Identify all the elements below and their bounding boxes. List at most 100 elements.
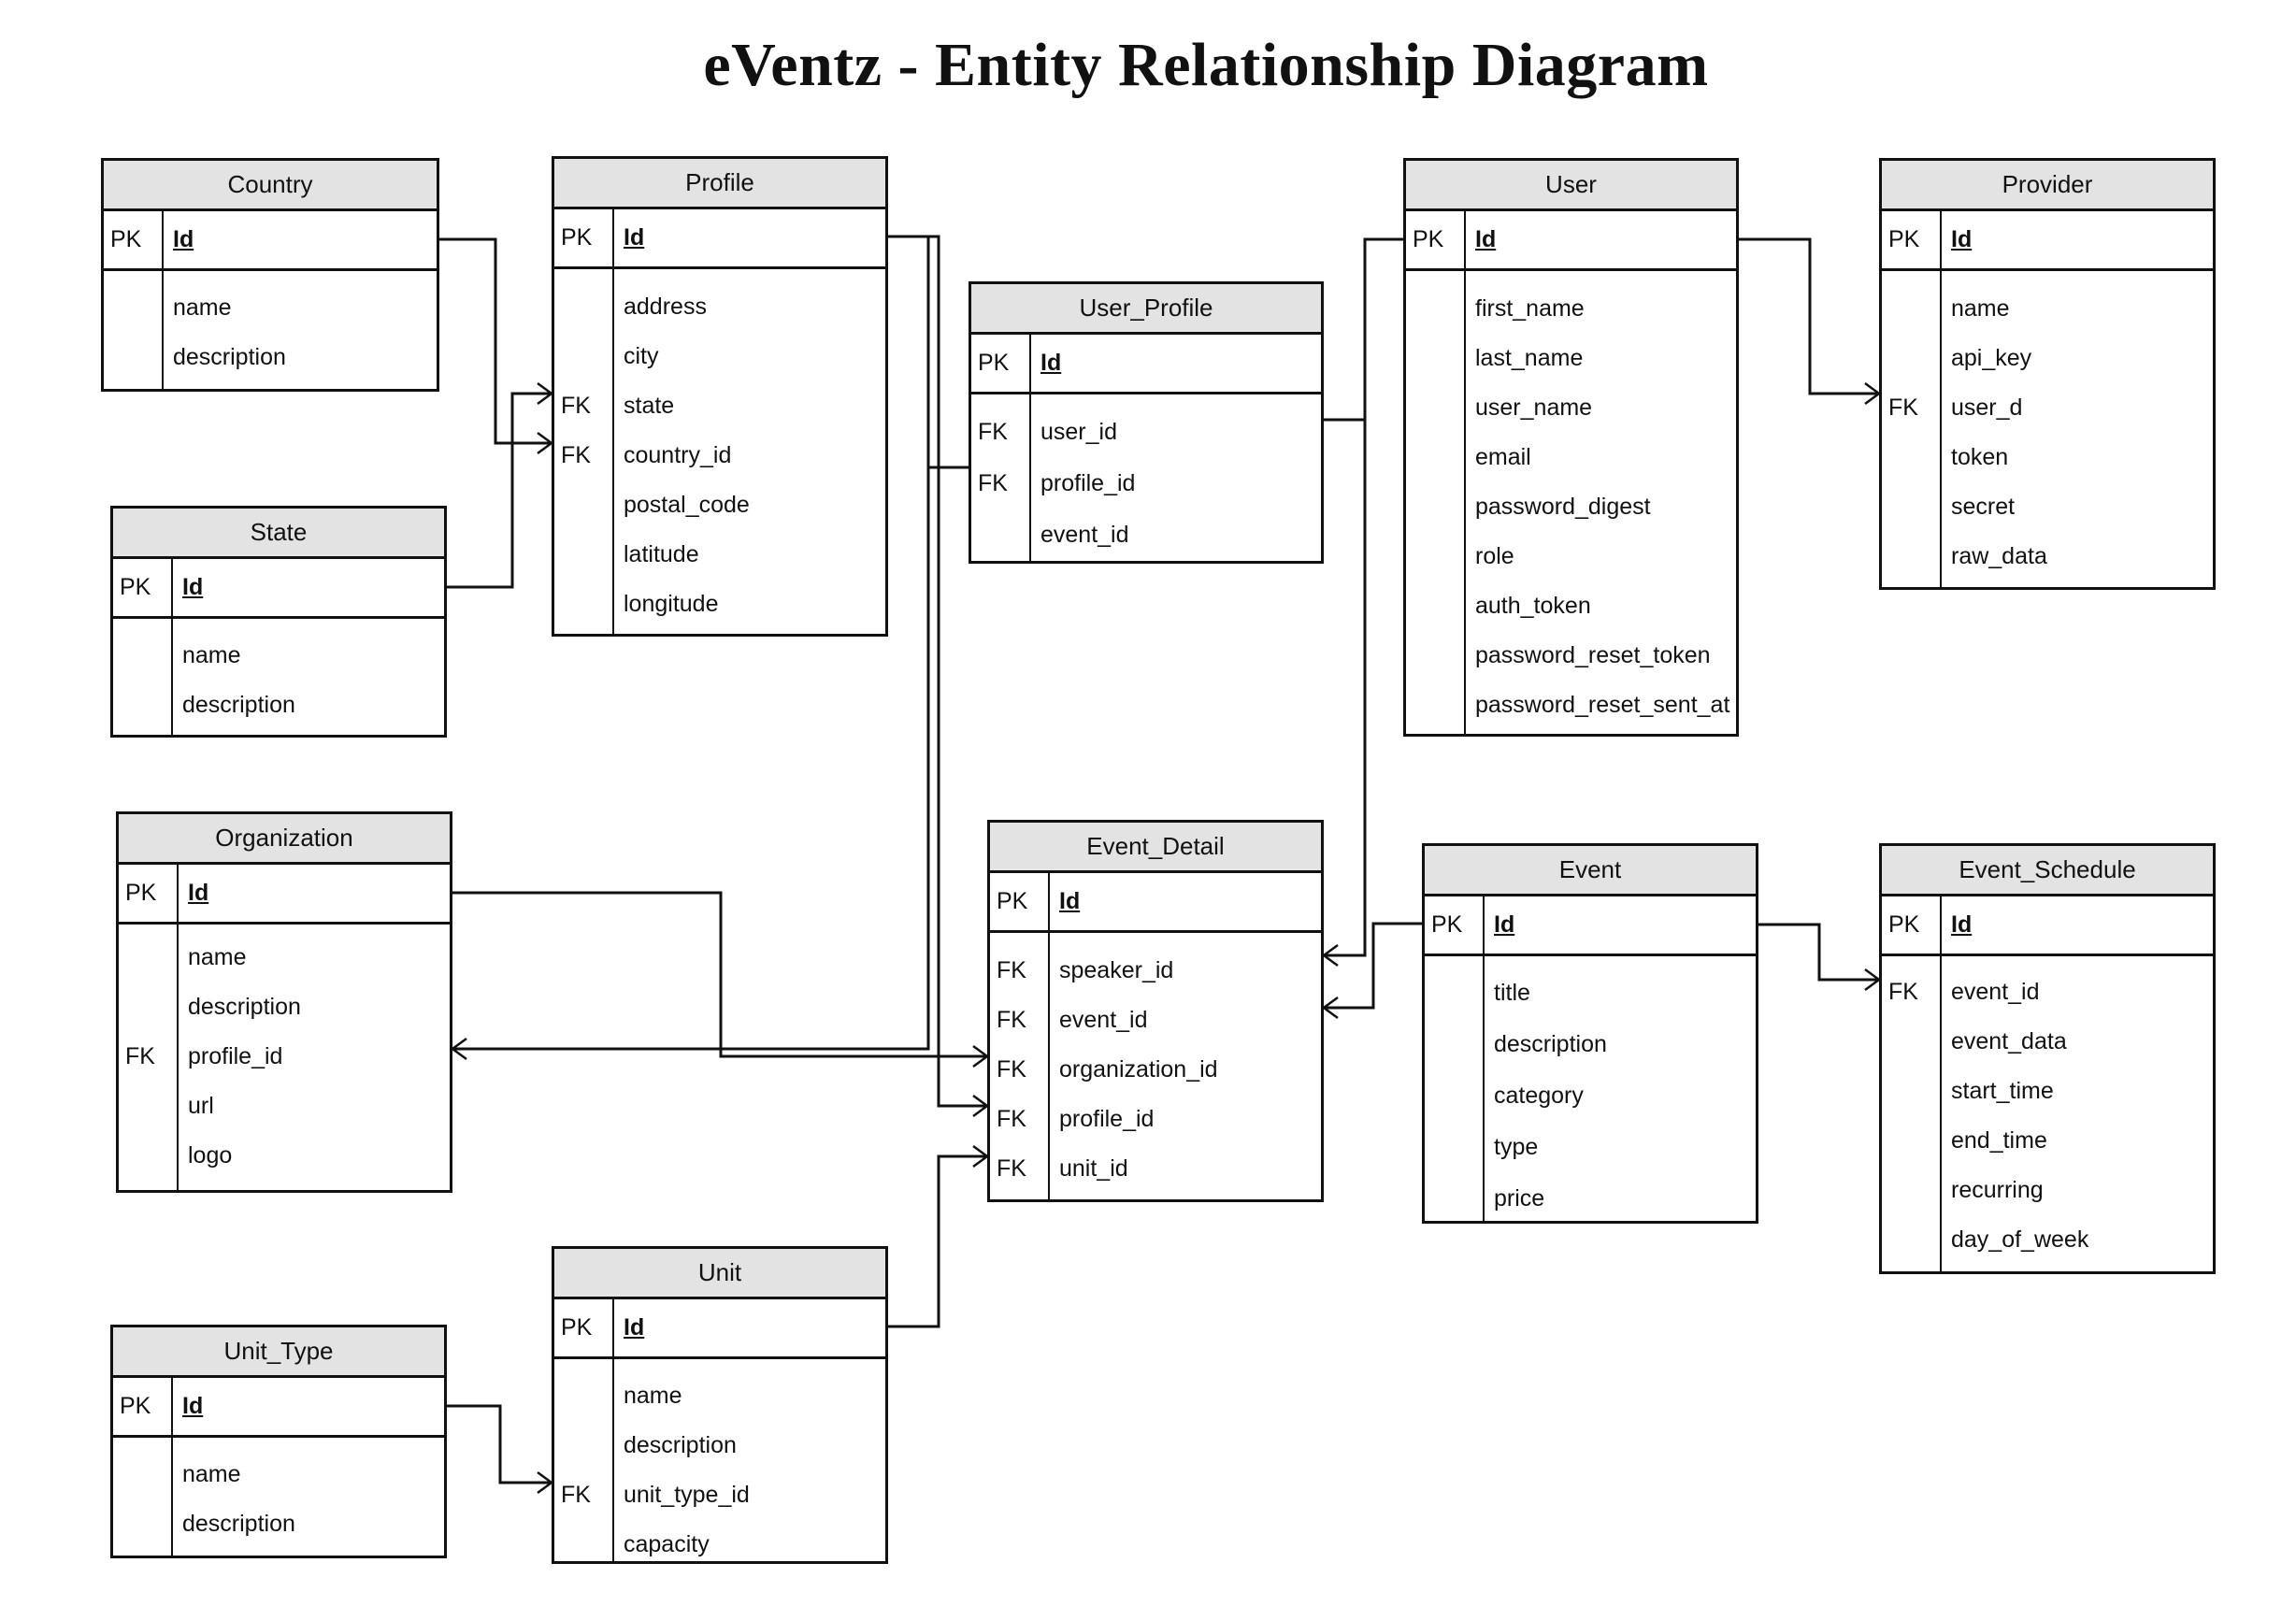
entity-header: State bbox=[113, 509, 444, 559]
entity-header: Unit_Type bbox=[113, 1327, 444, 1378]
crowsfoot-provider-user bbox=[1864, 381, 1880, 406]
attribute-field: user_name bbox=[1475, 394, 1593, 421]
attribute-field: organization_id bbox=[1059, 1056, 1218, 1083]
pk-label: PK bbox=[1413, 226, 1444, 252]
rel-event-eventschedule bbox=[1758, 923, 1879, 982]
attribute-field: recurring bbox=[1951, 1177, 2044, 1203]
rel-country-profile bbox=[439, 237, 552, 445]
primary-key-row: PK Id bbox=[1406, 211, 1736, 271]
attribute-field: description bbox=[624, 1432, 737, 1458]
pk-label: PK bbox=[125, 880, 157, 906]
attribute-field: type bbox=[1494, 1134, 1539, 1160]
pk-field: Id bbox=[1059, 888, 1081, 914]
rel-event-eventdetail bbox=[1324, 922, 1422, 1010]
rel-profile-eventdetail bbox=[888, 235, 987, 1108]
crowsfoot-profile-country bbox=[537, 431, 552, 455]
crowsfoot-eventdetail-unit bbox=[972, 1144, 988, 1169]
pk-label: PK bbox=[997, 888, 1028, 914]
attribute-field: name bbox=[182, 642, 241, 668]
fk-label: FK bbox=[978, 470, 1008, 496]
attribute-field: description bbox=[188, 994, 301, 1020]
attribute-field: country_id bbox=[624, 442, 732, 468]
crowsfoot-eventdetail-organization bbox=[972, 1044, 988, 1068]
attribute-field: profile_id bbox=[188, 1043, 283, 1069]
attribute-list: name description bbox=[113, 619, 444, 736]
attribute-field: profile_id bbox=[1059, 1106, 1155, 1132]
entity-header: Country bbox=[104, 161, 437, 211]
entity-header: Event_Schedule bbox=[1882, 846, 2213, 896]
crowsfoot-eventdetail-speaker bbox=[1323, 943, 1339, 968]
entity-header: Unit bbox=[554, 1249, 885, 1299]
attribute-field: last_name bbox=[1475, 345, 1584, 371]
fk-label: FK bbox=[561, 393, 591, 419]
attribute-field: category bbox=[1494, 1083, 1584, 1109]
attribute-field: profile_id bbox=[1040, 470, 1136, 496]
attribute-field: name bbox=[188, 944, 247, 970]
fk-label: FK bbox=[561, 442, 591, 468]
crowsfoot-profile-state bbox=[537, 381, 552, 406]
attribute-field: secret bbox=[1951, 494, 2016, 520]
attribute-field: email bbox=[1475, 444, 1531, 470]
attribute-field: description bbox=[173, 344, 286, 370]
attribute-field: event_id bbox=[1040, 522, 1129, 548]
rel-user-eventdetail bbox=[1324, 237, 1403, 957]
attribute-field: speaker_id bbox=[1059, 957, 1174, 983]
rel-user-provider bbox=[1739, 237, 1879, 395]
attribute-field: price bbox=[1494, 1185, 1545, 1212]
attribute-field: password_digest bbox=[1475, 494, 1651, 520]
crowsfoot-eventdetail-profile bbox=[972, 1094, 988, 1118]
pk-label: PK bbox=[978, 350, 1010, 376]
attribute-field: longitude bbox=[624, 591, 719, 617]
entity-header: Organization bbox=[119, 814, 450, 865]
pk-field: Id bbox=[624, 1314, 645, 1341]
fk-label: FK bbox=[997, 1056, 1026, 1083]
attribute-field: description bbox=[182, 692, 295, 718]
fk-label: FK bbox=[997, 1106, 1026, 1132]
attribute-field: description bbox=[182, 1511, 295, 1537]
primary-key-row: PK Id bbox=[1882, 896, 2213, 956]
fk-label: FK bbox=[125, 1043, 155, 1069]
attribute-field: address bbox=[624, 294, 707, 320]
crowsfoot-organization-profile bbox=[452, 1037, 467, 1061]
attribute-field: latitude bbox=[624, 541, 699, 567]
crowsfoot-unit-unittype bbox=[537, 1470, 552, 1495]
attribute-field: start_time bbox=[1951, 1078, 2054, 1104]
attribute-field: event_id bbox=[1951, 979, 2040, 1005]
attribute-field: user_id bbox=[1040, 419, 1117, 445]
attribute-field: user_d bbox=[1951, 394, 2023, 421]
fk-label: FK bbox=[997, 1007, 1026, 1033]
attribute-field: logo bbox=[188, 1142, 233, 1169]
pk-label: PK bbox=[1888, 911, 1920, 938]
attribute-field: name bbox=[624, 1383, 682, 1409]
fk-label: FK bbox=[978, 419, 1008, 445]
attribute-field: description bbox=[1494, 1031, 1607, 1057]
attribute-field: name bbox=[1951, 295, 2010, 322]
pk-field: Id bbox=[1951, 911, 1973, 938]
entity-header: User bbox=[1406, 161, 1736, 211]
attribute-field: url bbox=[188, 1093, 214, 1119]
pk-field: Id bbox=[1475, 226, 1497, 252]
attribute-field: first_name bbox=[1475, 295, 1585, 322]
pk-field: Id bbox=[1494, 911, 1515, 938]
attribute-field: postal_code bbox=[624, 492, 750, 518]
diagram-title: eVentz - Entity Relationship Diagram bbox=[703, 31, 1709, 99]
pk-field: Id bbox=[1951, 226, 1973, 252]
fk-label: FK bbox=[561, 1482, 591, 1508]
